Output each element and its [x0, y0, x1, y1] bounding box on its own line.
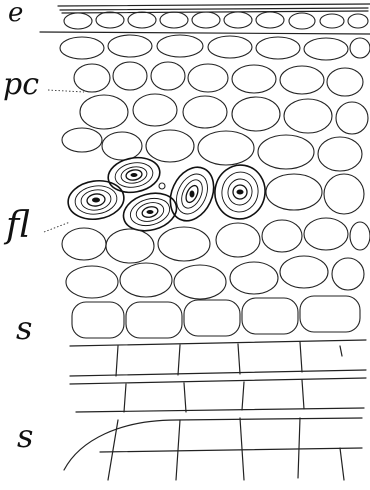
parenchyma-cells [60, 35, 370, 171]
label-fl: fl [6, 208, 30, 244]
epidermis-layer [40, 4, 370, 34]
label-leaders [44, 90, 84, 232]
label-e: e [8, 0, 23, 26]
label-pc: pc [3, 70, 39, 100]
fiber-bundle [66, 154, 270, 237]
label-s-lower: s [17, 420, 33, 452]
label-s-upper: s [16, 312, 32, 344]
lower-tissue [64, 296, 366, 480]
